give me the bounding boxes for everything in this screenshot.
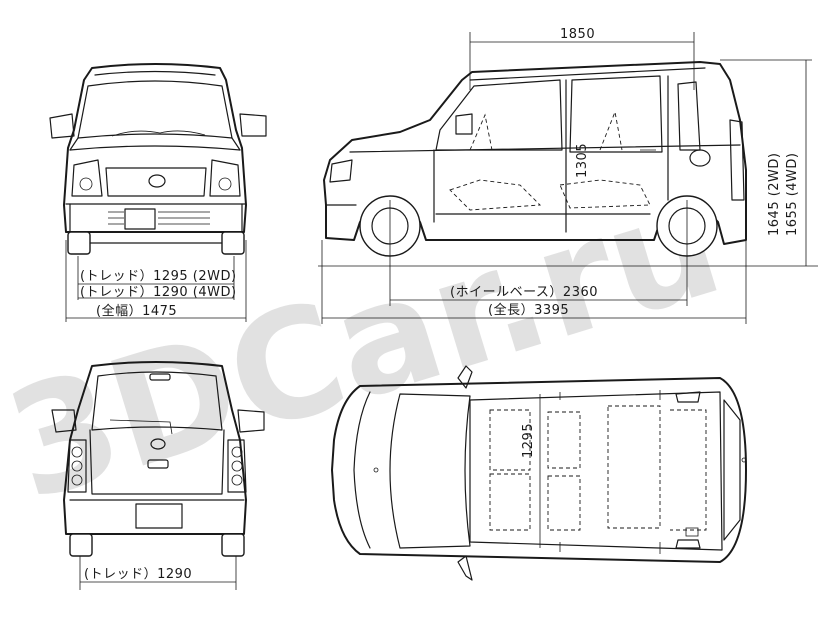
front-view	[49, 63, 267, 255]
interior-width-label: 1295	[521, 423, 536, 458]
front-tread-2wd-label: (トレッド）1295 (2WD)	[80, 269, 237, 284]
rear-tread-label: (トレッド）1290	[84, 567, 192, 582]
wheelbase-label: (ホイールベース）2360	[450, 285, 598, 300]
overall-height-2wd-label: 1645 (2WD)	[767, 153, 782, 237]
overall-length-label: (全長）3395	[488, 302, 569, 318]
top-dimensions: 1295	[521, 394, 541, 548]
overall-height-4wd-label: 1655 (4WD)	[785, 153, 800, 237]
top-view	[331, 365, 747, 581]
rear-dimensions: (トレッド）1290	[79, 556, 237, 590]
rear-view	[51, 361, 265, 557]
side-dimensions: 1850 1305 1645 (2WD) 1655 (4WD) (ホイールベース…	[321, 27, 812, 324]
interior-length-label: 1850	[560, 27, 595, 42]
front-dimensions: (トレッド）1295 (2WD) (トレッド）1290 (4WD) (全幅）14…	[65, 240, 247, 322]
front-tread-4wd-label: (トレッド）1290 (4WD)	[80, 285, 237, 300]
interior-height-label: 1305	[575, 143, 590, 178]
overall-width-label: (全幅）1475	[96, 303, 177, 319]
